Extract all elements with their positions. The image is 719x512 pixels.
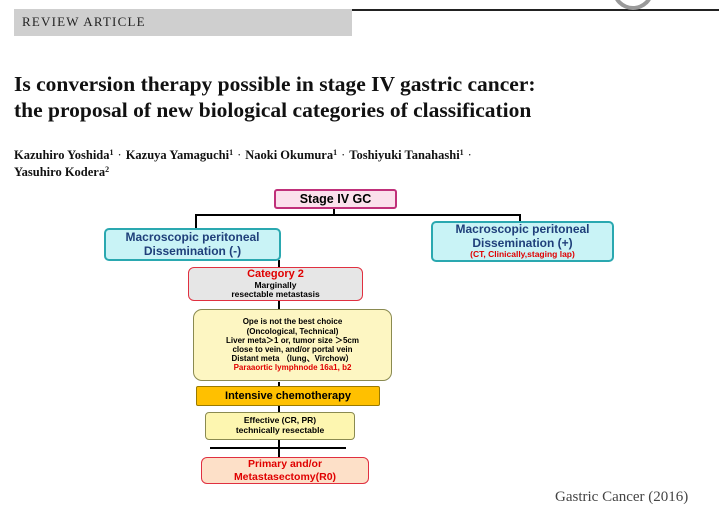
- connector-line: [278, 300, 280, 310]
- header-rule: [350, 9, 719, 11]
- dissemination-positive-line-2: Dissemination (+): [472, 235, 573, 250]
- response-line-1: Effective (CR, PR): [243, 415, 317, 426]
- author-separator: ·: [117, 148, 122, 162]
- stage-iv-gc-box: Stage IV GC: [274, 189, 397, 209]
- author-list-line-2: Yasuhiro Kodera2: [14, 165, 109, 180]
- connector-line: [519, 214, 521, 222]
- author-name: Kazuhiro Yoshida: [14, 148, 110, 162]
- dissemination-positive-line-1: Macroscopic peritoneal: [455, 221, 590, 236]
- criteria-box: Ope is not the best choice (Oncological,…: [193, 309, 392, 381]
- criteria-line-1: Ope is not the best choice: [242, 317, 343, 327]
- criteria-line-2: (Oncological, Technical): [246, 326, 339, 336]
- author-affiliation: 2: [105, 165, 110, 174]
- surgery-box: Primary and/or Metastasectomy(R0): [201, 457, 369, 484]
- connector-line: [278, 406, 280, 412]
- connector-line: [333, 207, 335, 215]
- category-2-line-1: Marginally: [254, 279, 297, 290]
- criteria-line-3: Liver meta＞1 or, tumor size ＞5cm: [226, 335, 359, 345]
- author-name: Yasuhiro Kodera: [14, 165, 106, 179]
- author-name: Naoki Okumura: [245, 148, 334, 162]
- connector-line: [210, 447, 346, 449]
- surgery-line-1: Primary and/or: [247, 458, 323, 471]
- connector-line: [278, 382, 280, 387]
- dissemination-negative-line-2: Dissemination (-): [143, 243, 242, 258]
- dissemination-negative-box: Macroscopic peritoneal Dissemination (-): [104, 228, 281, 261]
- author-name: Toshiyuki Tanahashi: [349, 148, 460, 162]
- author-affiliation: 1: [333, 148, 338, 157]
- response-line-2: technically resectable: [235, 425, 325, 435]
- connector-line: [278, 260, 280, 268]
- author-separator: ·: [467, 148, 472, 162]
- author-name: Kazuya Yamaguchi: [125, 148, 230, 162]
- category-2-line-2: resectable metastasis: [231, 289, 320, 300]
- dissemination-negative-line-1: Macroscopic peritoneal: [125, 229, 260, 244]
- category-2-title: Category 2: [247, 267, 304, 280]
- response-box: Effective (CR, PR) technically resectabl…: [205, 412, 355, 440]
- article-title-line-1: Is conversion therapy possible in stage …: [14, 72, 536, 96]
- criteria-line-6: Paraaortic lymphnode 16a1, b2: [233, 363, 352, 373]
- criteria-line-5: Distant meta （lung、Virchow）: [231, 354, 354, 364]
- chemotherapy-box: Intensive chemotherapy: [196, 386, 380, 406]
- section-label: REVIEW ARTICLE: [22, 14, 146, 29]
- author-affiliation: 1: [229, 148, 234, 157]
- article-title-line-2: the proposal of new biological categorie…: [14, 98, 532, 122]
- connector-line: [195, 214, 521, 216]
- category-2-box: Category 2 Marginally resectable metasta…: [188, 267, 363, 301]
- chemotherapy-label: Intensive chemotherapy: [225, 389, 351, 402]
- surgery-line-2: Metastasectomy(R0): [233, 470, 337, 483]
- connector-line: [278, 440, 280, 458]
- author-affiliation: 1: [109, 148, 114, 157]
- stage-iv-gc-label: Stage IV GC: [299, 191, 372, 206]
- author-separator: ·: [237, 148, 242, 162]
- journal-citation: Gastric Cancer (2016): [555, 489, 689, 505]
- connector-line: [195, 214, 197, 228]
- author-list-line-1: Kazuhiro Yoshida1·Kazuya Yamaguchi1·Naok…: [14, 148, 476, 163]
- dissemination-positive-note: (CT, Clinically,staging lap): [470, 249, 575, 260]
- criteria-line-4: close to vein, and/or portal vein: [232, 345, 353, 354]
- dissemination-positive-box: Macroscopic peritoneal Dissemination (+)…: [431, 221, 614, 262]
- author-affiliation: 1: [459, 148, 464, 157]
- author-separator: ·: [341, 148, 346, 162]
- section-banner: [14, 9, 352, 36]
